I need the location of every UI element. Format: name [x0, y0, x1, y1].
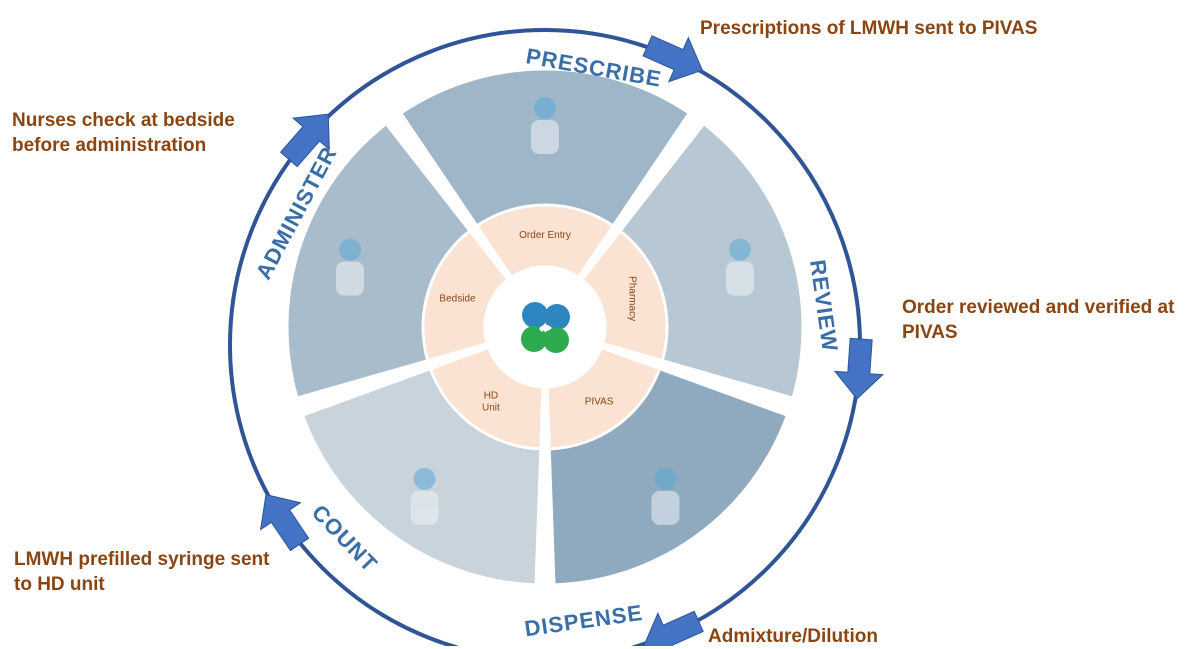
flow-arrow-icon — [279, 113, 330, 168]
inner-segment-dispense — [545, 345, 662, 451]
flow-arrow-icon — [642, 35, 704, 83]
stage-label-review: REVIEW — [805, 258, 843, 353]
staff-figure-icon — [725, 238, 754, 296]
inner-segment-count — [428, 345, 545, 451]
inner-segment-prescribe — [474, 203, 616, 280]
count-callout-line: LMWH prefilled syringe sent — [14, 549, 270, 570]
prescribe-callout: Prescriptions of LMWH sent to PIVAS — [700, 16, 1037, 41]
administer-callout: Nurses check at bedside before administr… — [12, 108, 235, 158]
inner-segment-review — [579, 228, 669, 363]
inner-label-prescribe: Order Entry — [519, 230, 571, 241]
staff-figure-icon — [336, 238, 365, 296]
dispense-callout: Admixture/Dilution — [708, 624, 878, 649]
staff-figure-icon — [531, 97, 559, 154]
flow-arrow-icon — [259, 494, 310, 552]
inner-segment-administer — [421, 228, 511, 363]
flow-arrow-icon — [833, 337, 884, 400]
prescribe-callout-line: Prescriptions of LMWH sent to PIVAS — [700, 18, 1038, 39]
administer-callout-line: Nurses check at bedside — [12, 110, 235, 131]
review-callout-line: Order reviewed and verified at — [902, 297, 1175, 318]
inner-label-review: Pharmacy — [627, 276, 638, 321]
stage-label-dispense: DISPENSE — [523, 600, 645, 641]
review-callout: Order reviewed and verified at PIVAS — [902, 295, 1174, 345]
staff-figure-icon — [651, 467, 680, 525]
hospital-logo-icon — [504, 286, 586, 368]
inner-label-administer: Bedside — [439, 293, 476, 304]
inner-label-dispense: PIVAS — [585, 396, 614, 407]
count-callout-line: to HD unit — [14, 574, 105, 595]
staff-figure-icon — [410, 467, 439, 525]
dispense-callout-line: Admixture/Dilution — [708, 626, 878, 647]
administer-callout-line: before administration — [12, 135, 207, 156]
count-callout: LMWH prefilled syringe sent to HD unit — [14, 547, 269, 597]
flow-arrow-icon — [643, 610, 704, 646]
review-callout-line: PIVAS — [902, 322, 958, 343]
